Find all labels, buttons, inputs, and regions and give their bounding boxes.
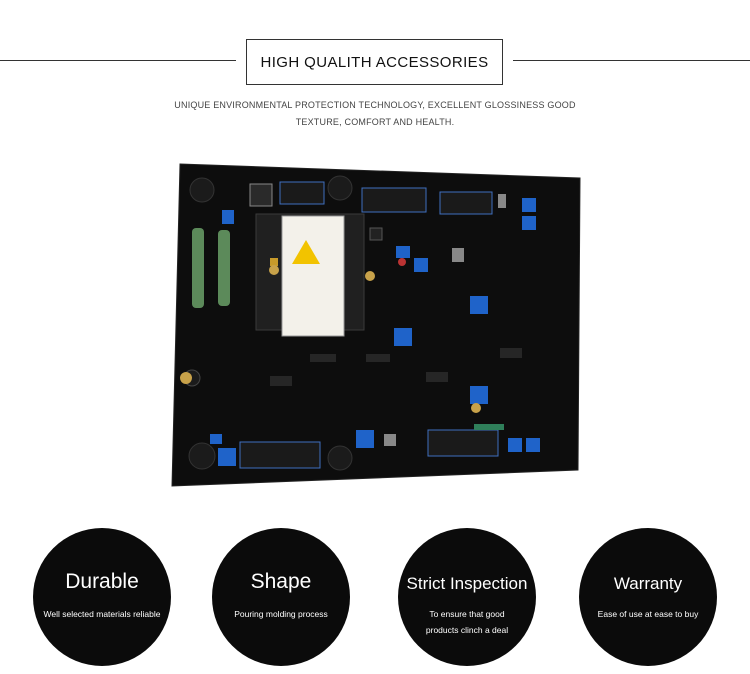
feature-desc: Pouring molding process [234,609,328,619]
header-rule-right [513,60,750,61]
product-image [170,158,590,493]
feature-durable: Durable Well selected materials reliable [33,528,171,666]
feature-shape: Shape Pouring molding process [212,528,350,666]
circuit-board-illustration [171,163,581,487]
feature-warranty: Warranty Ease of use at ease to buy [579,528,717,666]
feature-title: Warranty [613,574,683,593]
subtitle-line-1: UNIQUE ENVIRONMENTAL PROTECTION TECHNOLO… [174,100,576,110]
page-title: HIGH QUALITH ACCESSORIES [260,53,489,71]
feature-strict-inspection: Strict Inspection To ensure that good pr… [398,528,536,666]
subtitle: UNIQUE ENVIRONMENTAL PROTECTION TECHNOLO… [140,97,610,131]
feature-desc: Ease of use at ease to buy [597,609,699,619]
header-rule-left [0,60,236,61]
title-box: HIGH QUALITH ACCESSORIES [246,39,503,85]
feature-title: Shape [250,570,312,593]
feature-desc: Well selected materials reliable [43,609,161,619]
subtitle-line-2: TEXTURE, COMFORT AND HEALTH. [295,117,455,127]
feature-desc: To ensure that good products clinch a de… [425,609,509,635]
feature-title: Durable [65,570,139,593]
feature-title: Strict Inspection [406,574,528,593]
